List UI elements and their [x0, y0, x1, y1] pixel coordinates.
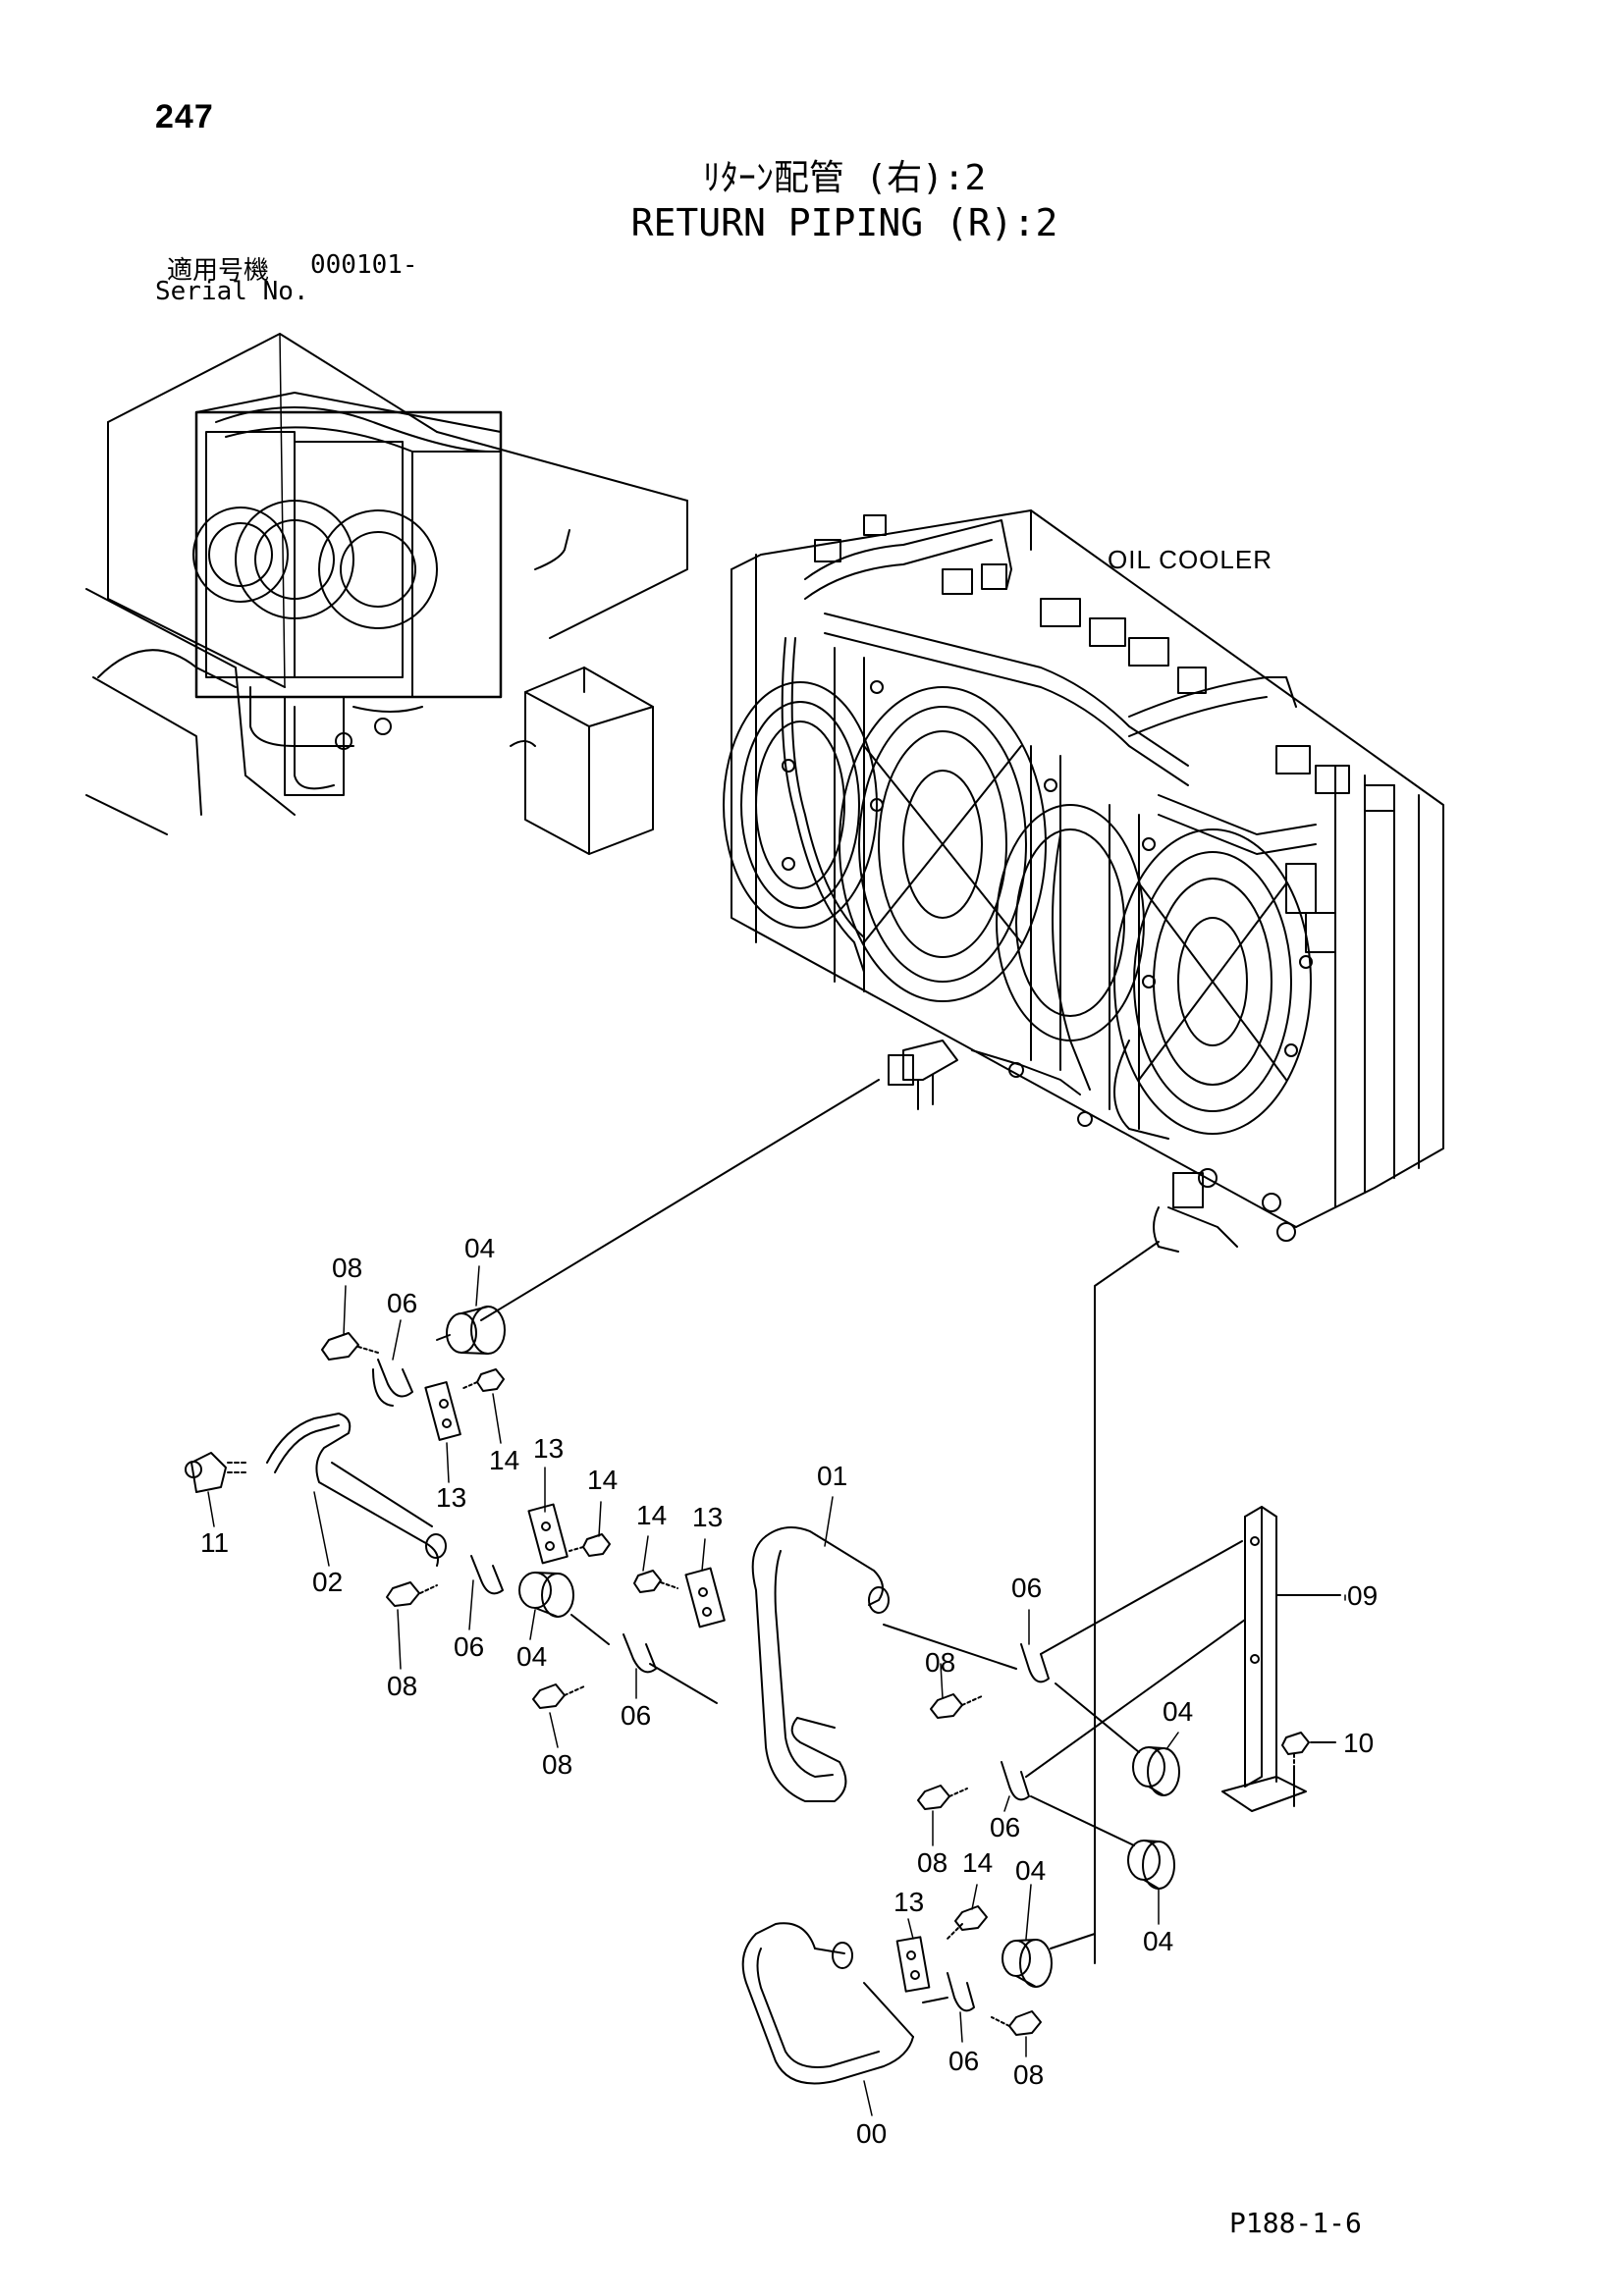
oil-cooler-assembly — [723, 509, 1444, 1253]
callout-08: 08 — [1013, 2059, 1045, 2090]
title-english: RETURN PIPING (R):2 — [630, 201, 1058, 244]
page-code: P188-1-6 — [1229, 2207, 1362, 2239]
serial-number-value: 000101- — [310, 250, 418, 280]
serial-label-japanese: 適用号機 — [167, 256, 270, 286]
callout-14: 14 — [489, 1445, 520, 1475]
exploded-parts — [185, 1306, 1341, 2085]
callout-13: 13 — [692, 1502, 724, 1532]
title-japanese: ﾘﾀｰﾝ配管 (右):2 — [702, 158, 987, 198]
callout-13: 13 — [436, 1482, 467, 1513]
callout-06: 06 — [948, 2046, 980, 2076]
callout-06: 06 — [454, 1631, 485, 1662]
callout-06: 06 — [387, 1288, 418, 1318]
machine-overview — [85, 333, 688, 855]
callout-01: 01 — [817, 1461, 848, 1491]
oil-cooler-label: OIL COOLER — [1108, 545, 1272, 574]
callout-11: 11 — [200, 1527, 230, 1558]
callout-04: 04 — [1143, 1926, 1174, 1956]
serial-label-english: Serial No. — [155, 277, 309, 306]
callout-14: 14 — [587, 1465, 619, 1495]
callout-09: 09 — [1347, 1580, 1379, 1611]
leader-line — [480, 1079, 880, 1321]
callout-08: 08 — [925, 1647, 956, 1678]
callout-04: 04 — [1015, 1855, 1047, 1886]
callout-06: 06 — [621, 1700, 652, 1731]
callout-08: 08 — [332, 1253, 363, 1283]
callout-00: 00 — [856, 2118, 888, 2149]
callout-04: 04 — [464, 1233, 496, 1263]
callout-08: 08 — [387, 1671, 418, 1701]
page-number: 247 — [155, 98, 214, 135]
callout-leaders — [207, 1265, 1346, 2116]
callout-13: 13 — [893, 1887, 925, 1917]
callout-08: 08 — [917, 1847, 948, 1878]
callout-06: 06 — [990, 1812, 1021, 1842]
callout-13: 13 — [533, 1433, 565, 1464]
callout-04: 04 — [1163, 1696, 1194, 1727]
callout-08: 08 — [542, 1749, 573, 1780]
callout-04: 04 — [516, 1641, 548, 1672]
callout-14: 14 — [636, 1500, 668, 1530]
callout-14: 14 — [962, 1847, 994, 1878]
callout-06: 06 — [1011, 1573, 1043, 1603]
callout-02: 02 — [312, 1567, 344, 1597]
callout-10: 10 — [1343, 1728, 1375, 1758]
